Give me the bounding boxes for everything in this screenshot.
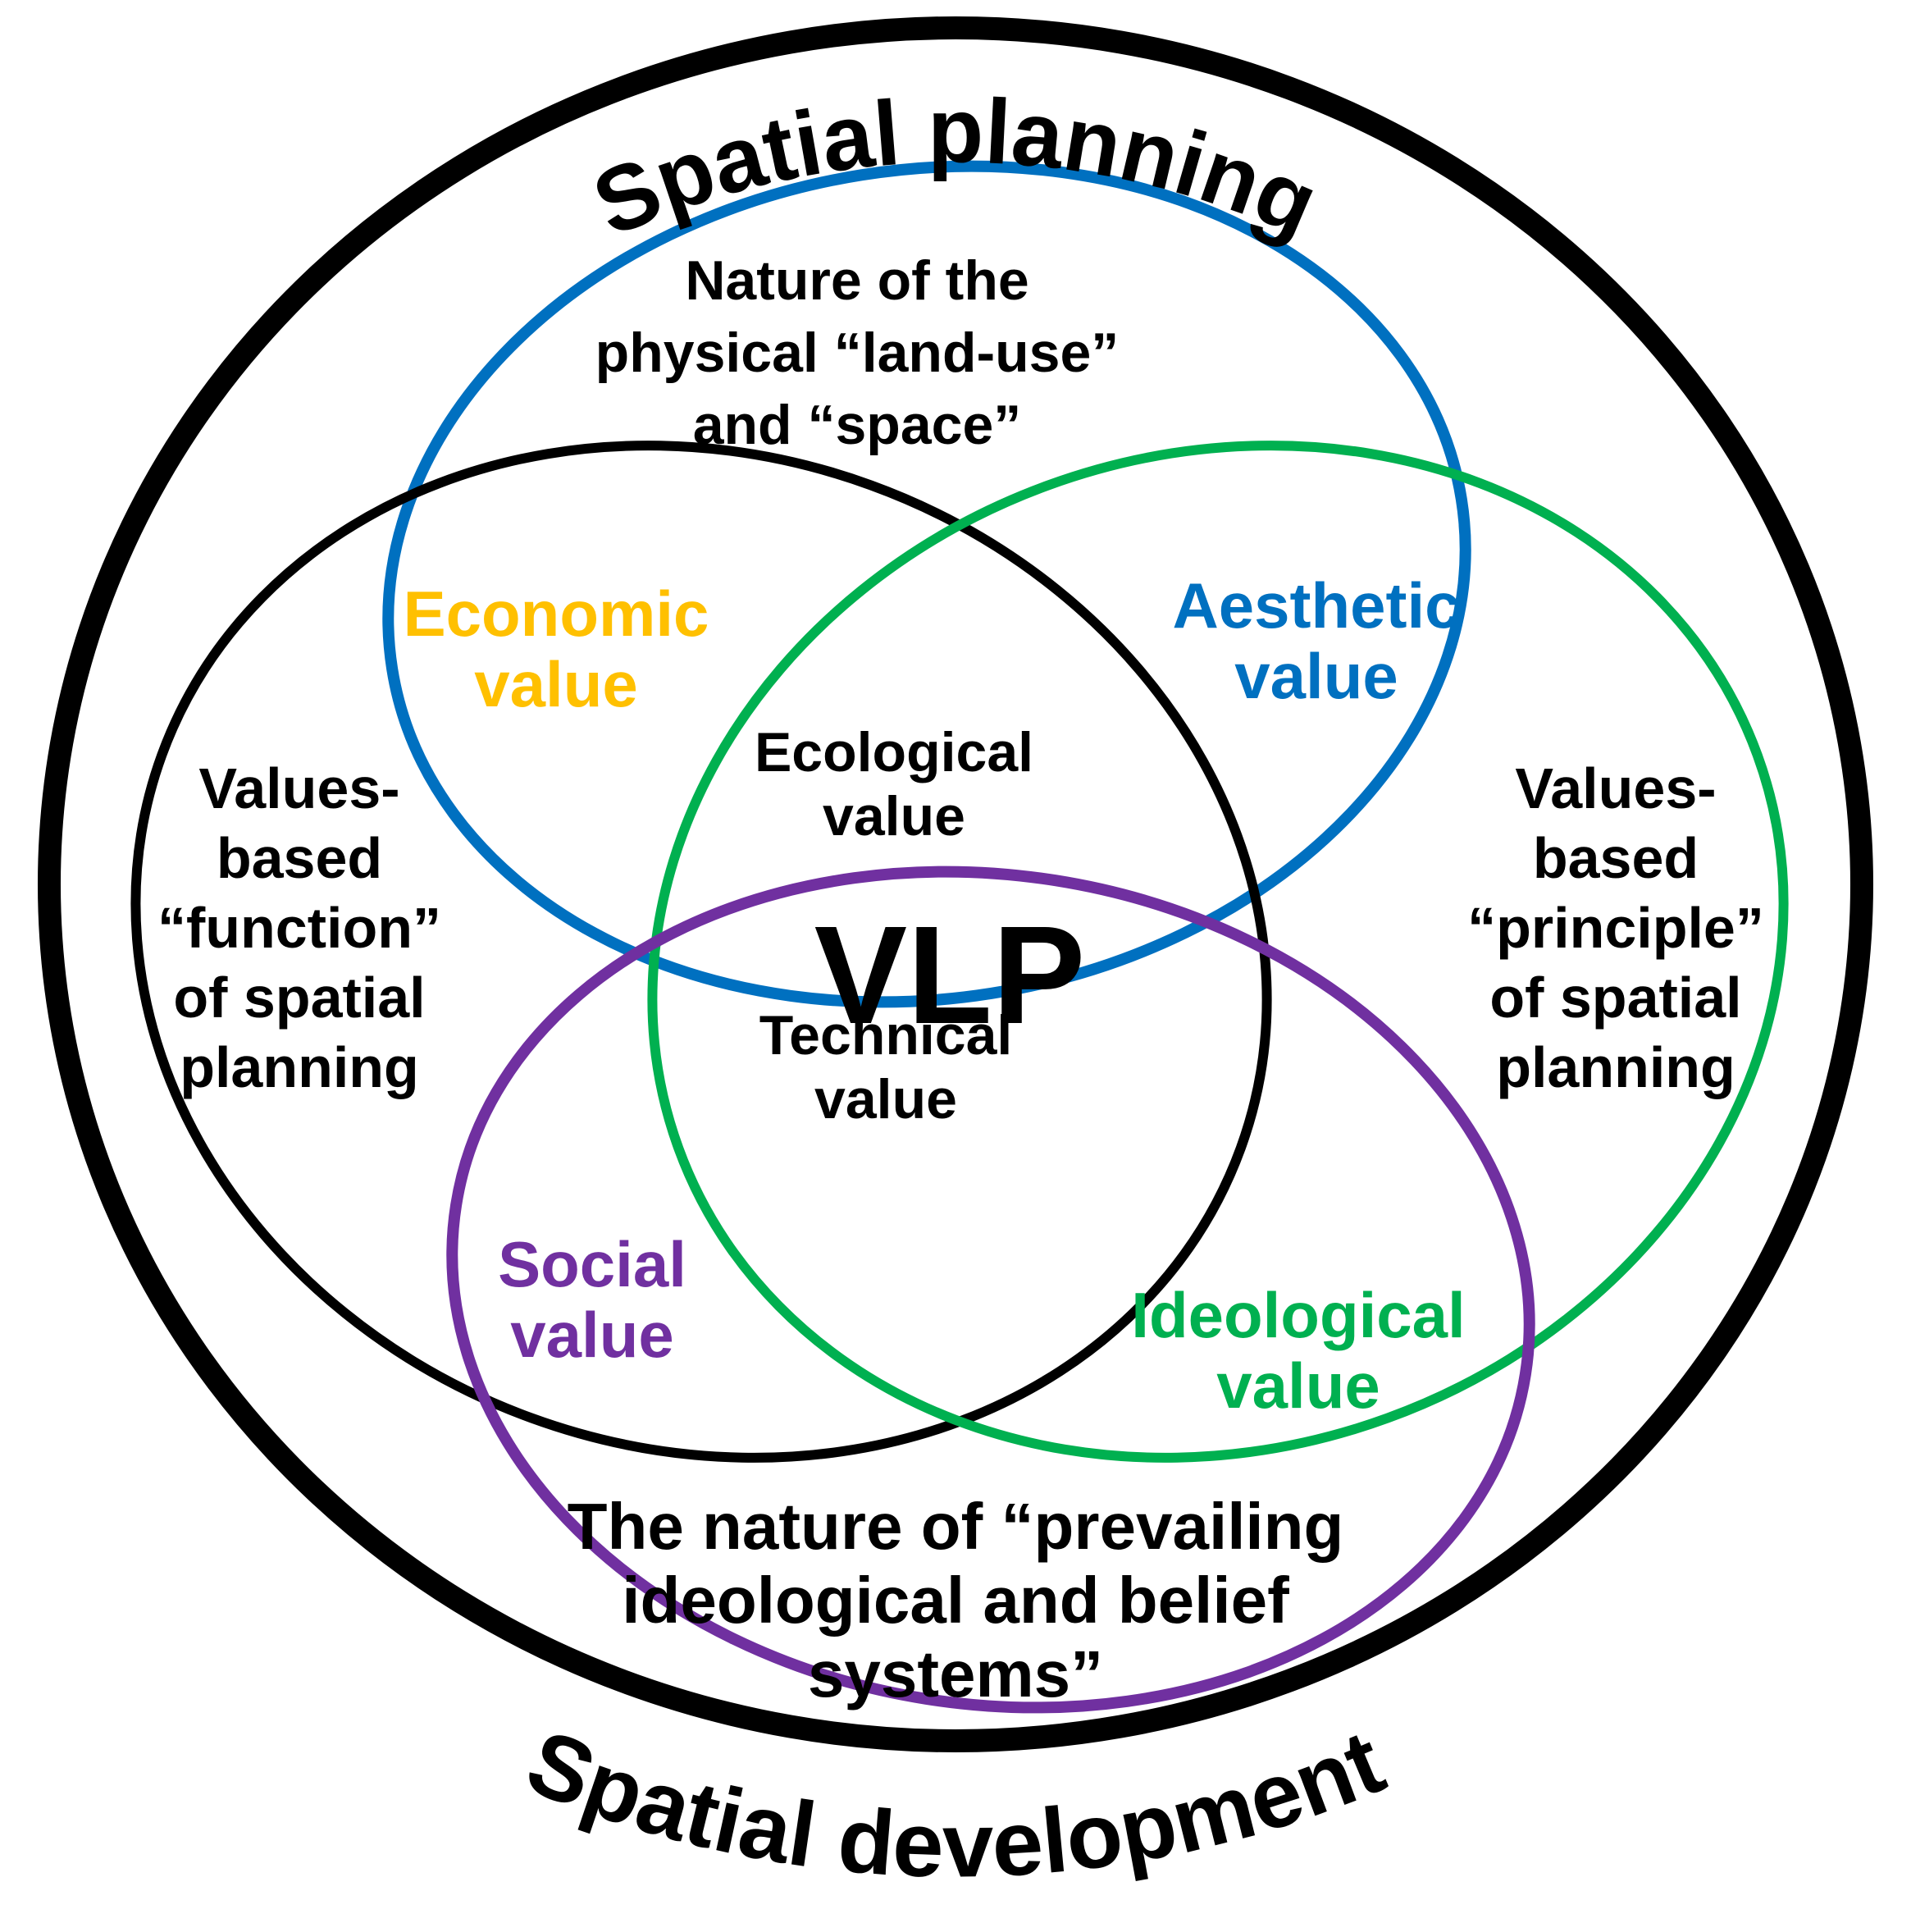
label-ecological-value-line2: value xyxy=(823,785,965,847)
label-ideological-belief-line3: systems” xyxy=(808,1637,1103,1710)
green-ellipse-values-based-principle xyxy=(647,441,1789,1463)
label-physical-land-use-line2: physical “land-use” xyxy=(595,322,1120,384)
purple-ellipse-ideological-belief xyxy=(446,866,1535,1714)
label-aesthetic-value-line2: value xyxy=(1234,640,1398,712)
label-physical-land-use-line1: Nature of the xyxy=(685,249,1028,312)
label-principle-line4: of spatial xyxy=(1489,966,1741,1030)
label-technical-value-line2: value xyxy=(814,1068,957,1130)
black-ellipse-values-based-function xyxy=(130,441,1272,1463)
label-ideological-value-line1: Ideological xyxy=(1131,1279,1465,1351)
label-principle-line1: Values- xyxy=(1515,756,1716,820)
label-ideological-belief-line1: The nature of “prevailing xyxy=(568,1490,1344,1563)
center-vlp-label: VLP xyxy=(814,897,1086,1053)
label-ecological-value-line1: Ecological xyxy=(755,721,1033,783)
label-economic-value-line1: Economic xyxy=(404,578,709,650)
label-economic-value-line2: value xyxy=(474,648,637,720)
label-principle-line5: planning xyxy=(1496,1035,1735,1099)
label-function-line4: of spatial xyxy=(173,966,425,1030)
blue-ellipse-physical-land-use xyxy=(382,160,1471,1008)
label-technical-value-line1: Technical xyxy=(759,1004,1013,1066)
label-social-value-line2: value xyxy=(510,1299,673,1371)
label-principle-line3: “principle” xyxy=(1467,896,1764,960)
label-function-line5: planning xyxy=(180,1035,419,1099)
label-function-line2: based xyxy=(217,826,382,890)
label-function-line3: “function” xyxy=(157,896,441,960)
label-ideological-value-line2: value xyxy=(1216,1350,1380,1422)
outer-ring-circle xyxy=(38,16,1873,1752)
label-social-value-line1: Social xyxy=(498,1228,686,1300)
label-principle-line2: based xyxy=(1533,826,1699,890)
label-physical-land-use-line3: and “space” xyxy=(693,394,1022,456)
label-function-line1: Values- xyxy=(198,756,399,820)
label-aesthetic-value-line1: Aesthetic xyxy=(1172,569,1460,642)
label-ideological-belief-line2: ideological and belief xyxy=(622,1564,1289,1637)
